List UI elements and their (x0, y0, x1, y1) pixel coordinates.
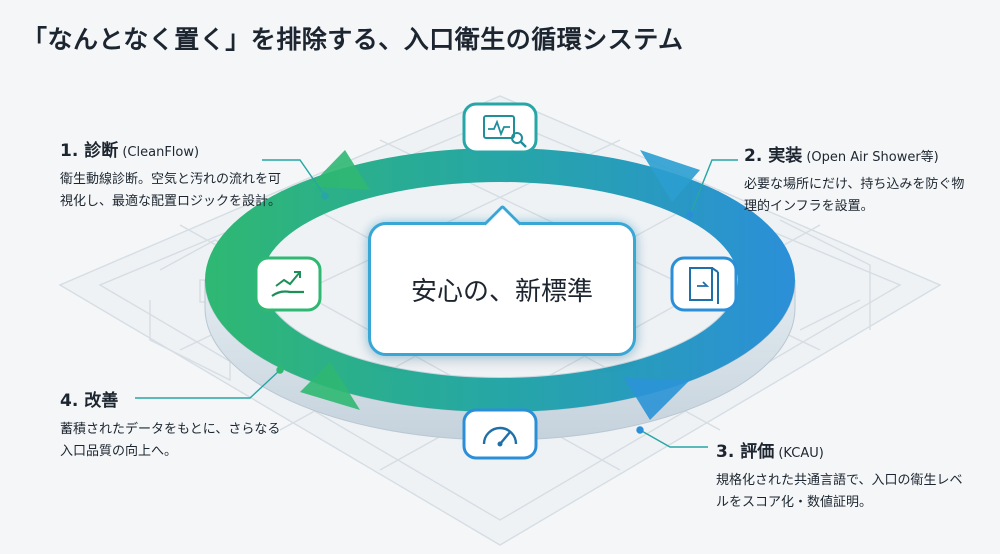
step-title: 1. 診断 (CleanFlow) (60, 141, 200, 161)
cycle-arrow-bottom-left (300, 362, 360, 410)
cycle-arrow-top-right (640, 150, 700, 202)
gauge-meter-icon (462, 408, 538, 460)
cycle-arrow-bottom-right (624, 378, 690, 420)
step-description: 衛生動線診断。空気と汚れの流れを可視化し、最適な配置ロジックを設計。 (60, 172, 282, 209)
step-title: 4. 改善 (60, 391, 119, 411)
page-title: 「なんとなく置く」を排除する、入口衛生の循環システム (22, 25, 684, 54)
door-gate-icon (670, 256, 738, 312)
step-title: 2. 実装 (Open Air Shower等) (744, 146, 939, 166)
leader-line-step4 (135, 369, 281, 399)
step-description: 蓄積されたデータをもとに、さらなる入口品質の向上へ。 (60, 422, 281, 459)
step-title: 3. 評価 (KCAU) (716, 442, 824, 462)
leader-line-step1 (262, 159, 326, 197)
step-description: 必要な場所にだけ、持ち込みを防ぐ物理的インフラを設置。 (744, 177, 965, 214)
leader-line-step2 (689, 159, 738, 216)
leader-line-step3 (639, 429, 708, 448)
step-diagnosis: 1. 診断 (CleanFlow) 衛生動線診断。空気と汚れの流れを可視化し、最… (60, 136, 285, 213)
step-implementation: 2. 実装 (Open Air Shower等) 必要な場所にだけ、持ち込みを防… (744, 141, 969, 218)
center-label: 安心の、新標準 (410, 276, 593, 307)
step-improvement: 4. 改善 蓄積されたデータをもとに、さらなる入口品質の向上へ。 (60, 386, 290, 463)
step-evaluation: 3. 評価 (KCAU) 規格化された共通言語で、入口の衛生レベルをスコア化・数… (716, 437, 971, 514)
step-description: 規格化された共通言語で、入口の衛生レベルをスコア化・数値証明。 (716, 473, 963, 510)
center-callout: 安心の、新標準 (368, 204, 636, 356)
hand-growth-icon (254, 256, 322, 312)
diagnostic-monitor-icon (462, 102, 538, 154)
cycle-arrow-top-left (310, 150, 370, 190)
